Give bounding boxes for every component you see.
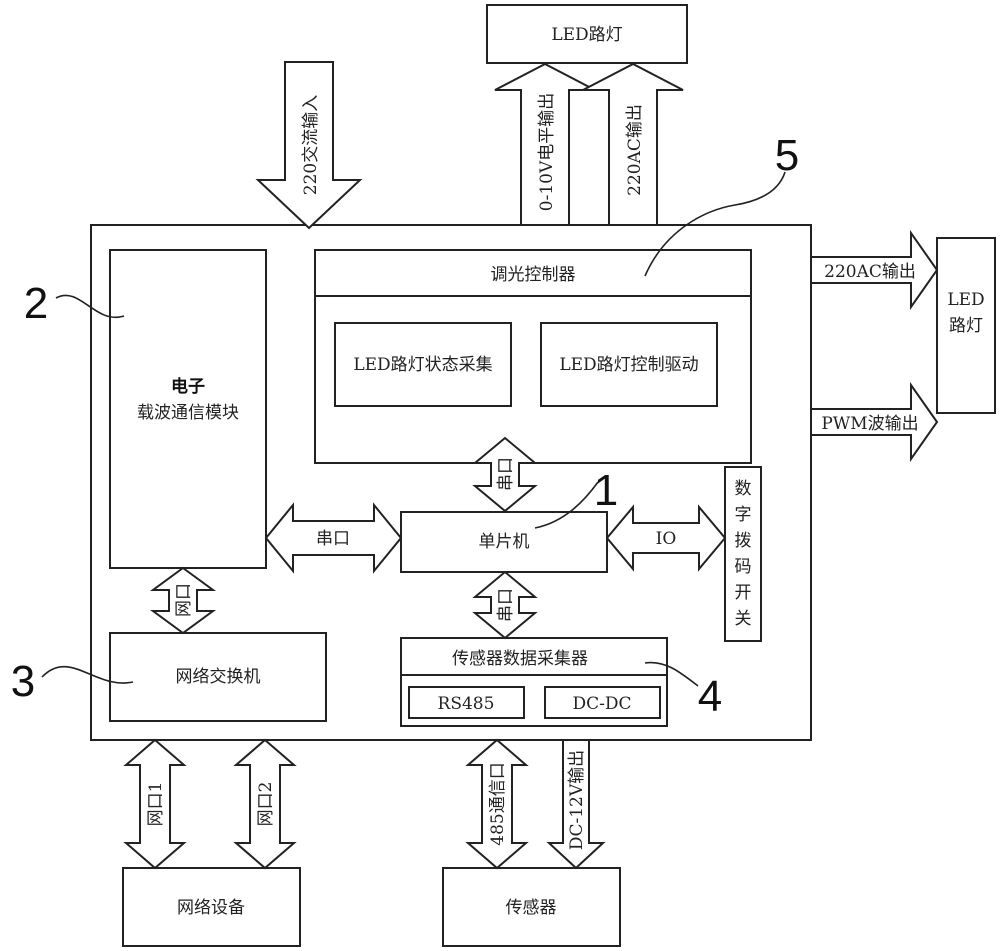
net-port1-arrow (123, 738, 187, 870)
led-streetlight-right-label-2: 路灯 (949, 316, 983, 336)
ref-number-2: 2 (24, 279, 48, 328)
io-label: IO (656, 529, 677, 549)
serial-arrow-carrier-mcu (264, 502, 403, 574)
ref-leader-3 (41, 665, 134, 684)
net-port1-label: 网口1 (146, 782, 166, 827)
dip-switch-char-3: 拨 (735, 531, 752, 551)
ref-number-4: 4 (698, 672, 722, 721)
carrier-comm-module-subtitle: 载波通信模块 (137, 403, 239, 423)
net-port-arrow (149, 566, 217, 635)
carrier-comm-module-title: 电子 (171, 376, 205, 397)
dip-switch-box (724, 466, 762, 642)
ac-input-label: 220交流输入 (301, 95, 321, 195)
io-arrow (605, 504, 727, 572)
ref-number-5: 5 (775, 131, 799, 180)
led-status-collect-box (334, 322, 512, 407)
dip-switch-char-6: 关 (735, 609, 752, 629)
rs485-box (408, 686, 525, 719)
dc-output-arrow (546, 739, 606, 870)
mcu-label: 单片机 (479, 532, 530, 552)
led-control-drive-box (540, 322, 718, 407)
ac-output-top-label: 220AC输出 (625, 104, 645, 196)
ac-output-right-label: 220AC输出 (824, 262, 916, 282)
net-port2-label: 网口2 (256, 782, 276, 827)
serial-arrow-mcu-sensor (472, 570, 538, 640)
led-control-drive-label: LED路灯控制驱动 (559, 355, 698, 375)
ac-output-top-arrow (582, 62, 684, 226)
ref-number-3: 3 (11, 657, 35, 706)
ac-input-arrow (255, 61, 363, 230)
network-device-box (122, 867, 301, 947)
led-streetlight-right-label-1: LED (947, 290, 984, 310)
sensor-label: 传感器 (506, 898, 557, 918)
rs485-label: RS485 (438, 694, 495, 714)
net-port2-arrow (233, 738, 297, 870)
led-streetlight-right-box (936, 237, 996, 414)
led-streetlight-top-box (486, 4, 688, 64)
ref-leader-5 (644, 171, 786, 277)
ref-number-1: 1 (594, 466, 618, 515)
ac-output-right-arrow (810, 229, 939, 311)
net-port-label: 网口 (174, 583, 194, 617)
sensor-box (442, 867, 621, 947)
sensor-acquisition-title: 传感器数据采集器 (452, 649, 588, 669)
serial-label-dimming-mcu: 串口 (496, 457, 516, 491)
pwm-output-label: PWM波输出 (821, 414, 918, 434)
voltage-output-label: 0-10V电平输出 (537, 93, 557, 211)
ref-leader-4 (644, 661, 699, 687)
ref-leader-2 (55, 294, 125, 319)
serial-label-carrier-mcu: 串口 (316, 529, 350, 549)
rs485-port-label: 485通信口 (488, 762, 508, 845)
dip-switch-char-1: 数 (735, 479, 752, 499)
carrier-comm-module-box (109, 249, 267, 569)
voltage-output-arrow (494, 62, 596, 226)
led-streetlight-top-label: LED路灯 (551, 25, 622, 45)
serial-label-mcu-sensor: 串口 (496, 588, 516, 622)
dimming-controller-title: 调光控制器 (491, 265, 576, 285)
dc-output-label: DC-12V输出 (567, 750, 587, 850)
network-switch-box (109, 632, 327, 722)
ref-leader-1 (534, 481, 599, 529)
serial-arrow-dimming-mcu (472, 436, 538, 513)
network-device-label: 网络设备 (177, 898, 245, 918)
mcu-box (400, 511, 608, 573)
dip-switch-char-2: 字 (735, 505, 752, 525)
dcdc-label: DC-DC (572, 694, 631, 714)
pwm-output-arrow (810, 381, 939, 463)
dip-switch-char-5: 开 (735, 583, 752, 603)
dcdc-box (544, 686, 661, 719)
network-switch-label: 网络交换机 (176, 667, 261, 687)
rs485-port-arrow (465, 738, 529, 870)
led-status-collect-label: LED路灯状态采集 (353, 355, 492, 375)
dip-switch-char-4: 码 (735, 557, 752, 577)
